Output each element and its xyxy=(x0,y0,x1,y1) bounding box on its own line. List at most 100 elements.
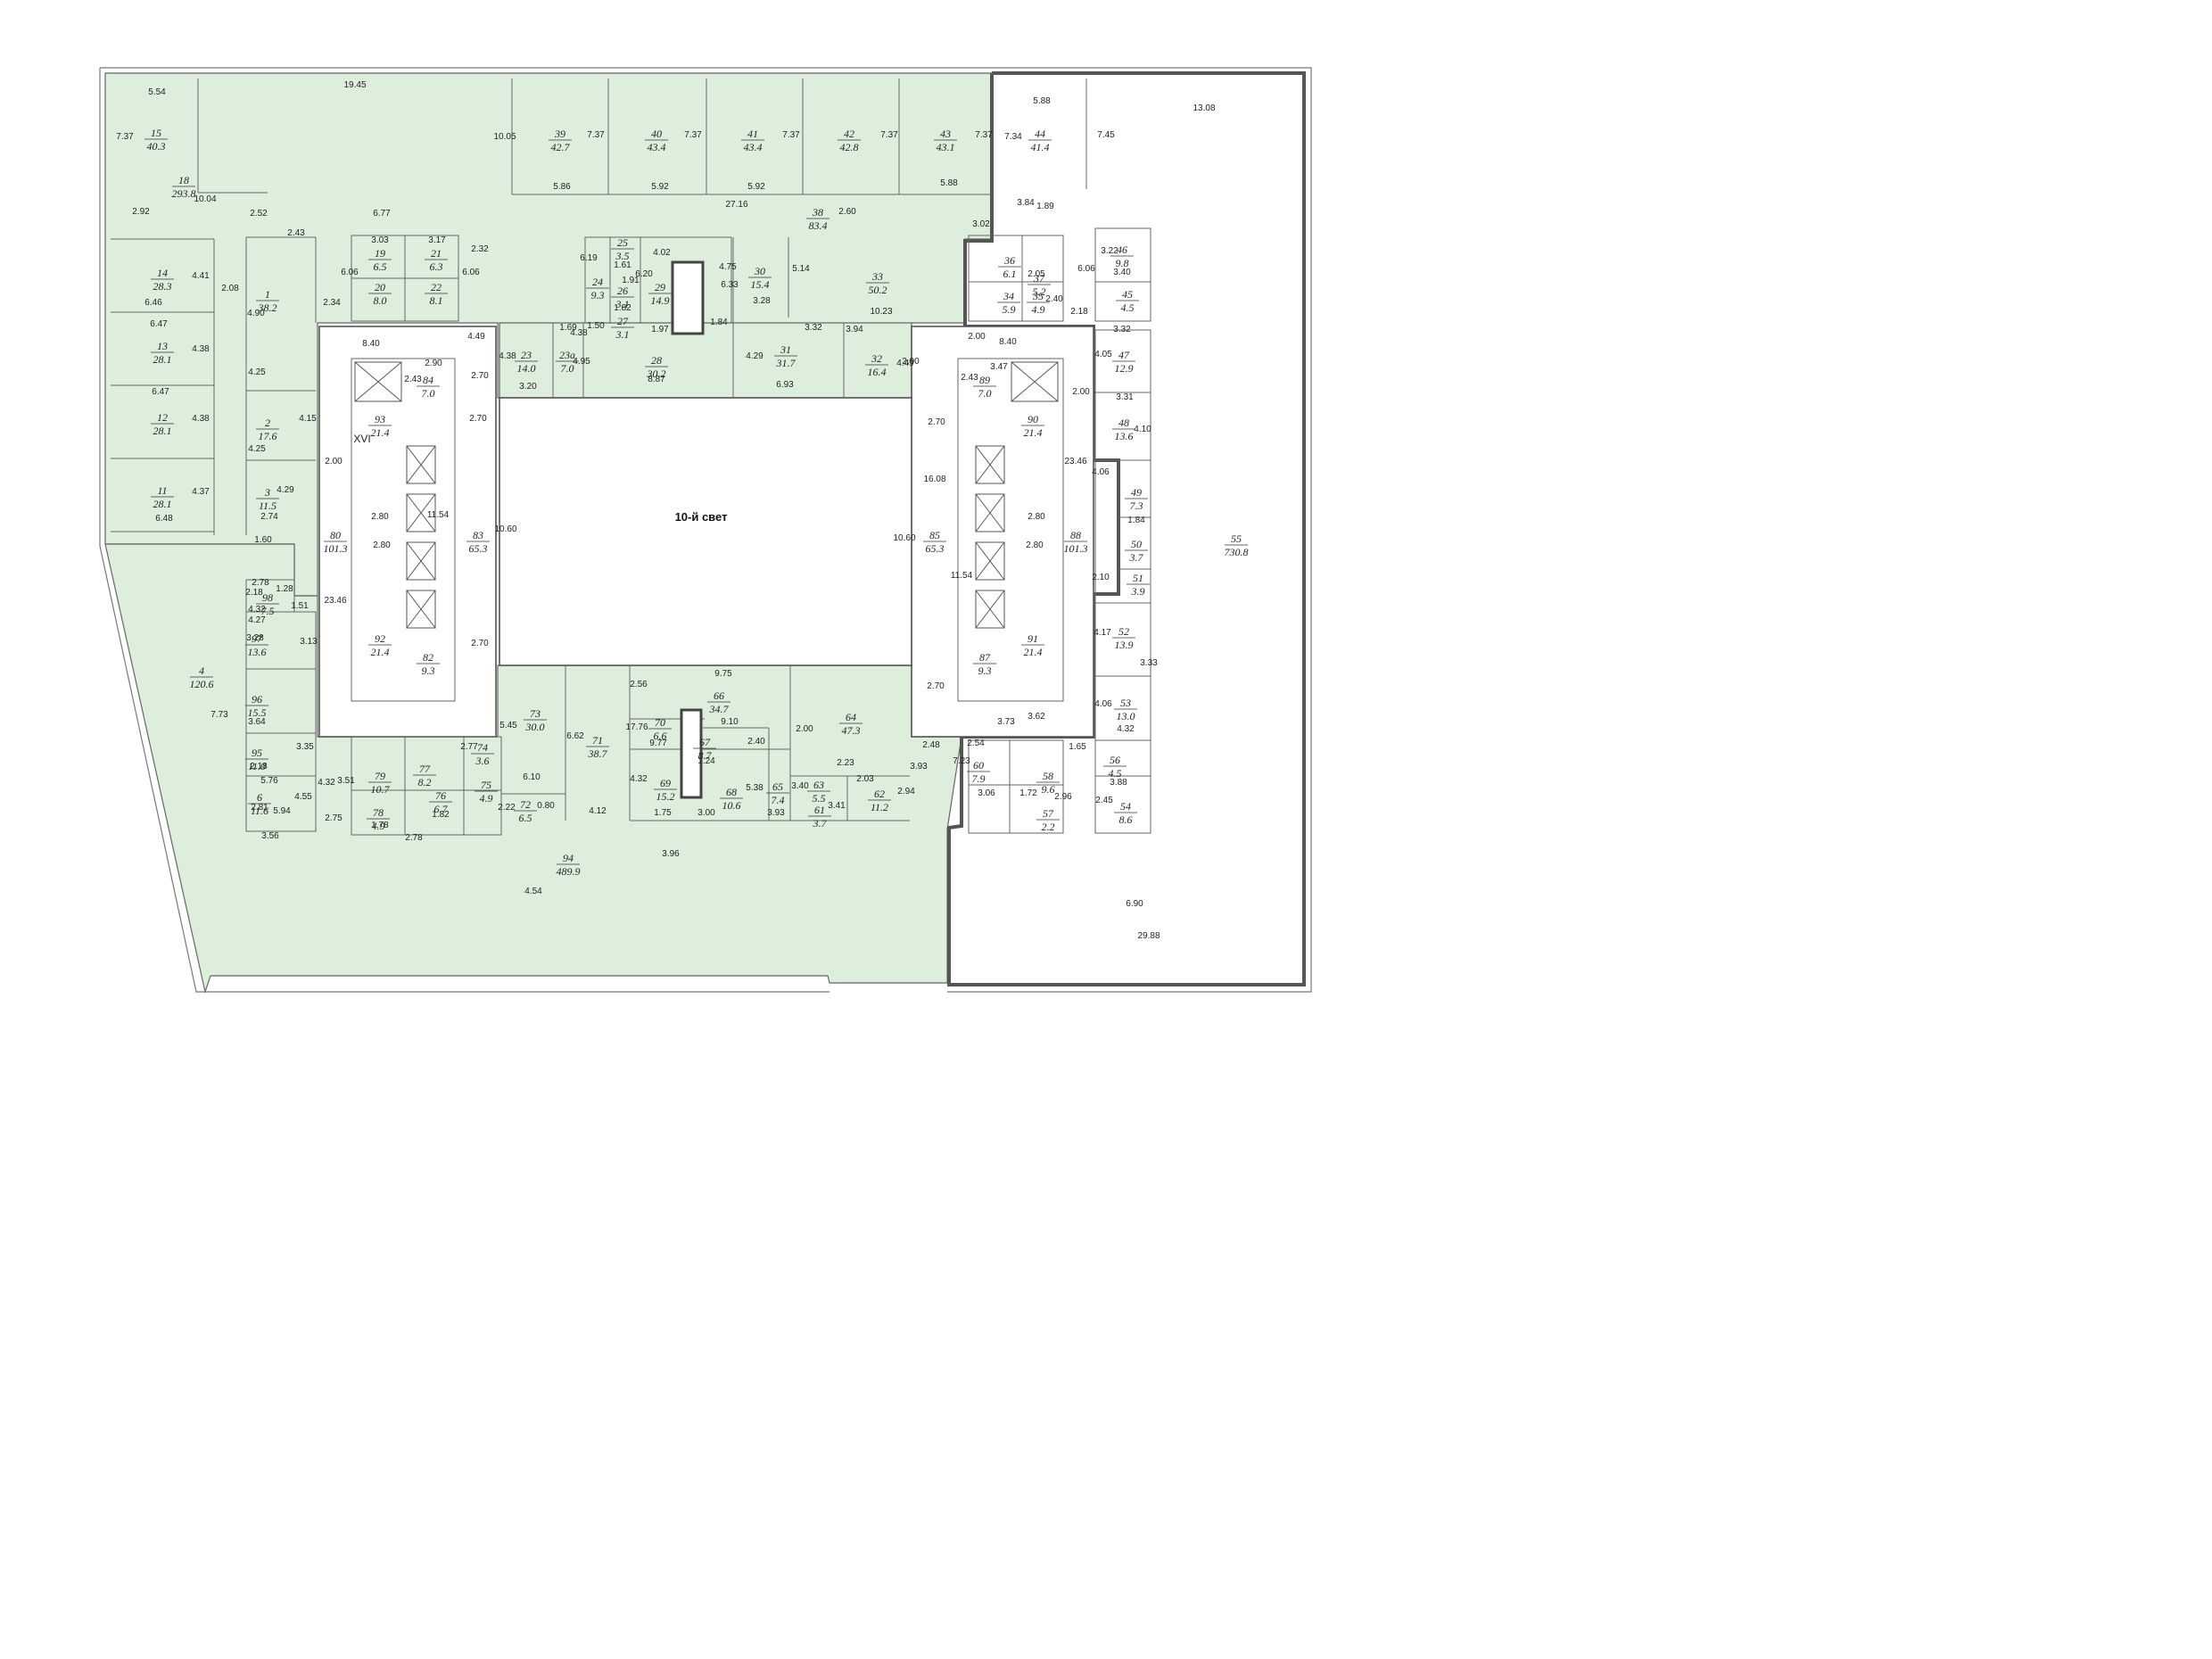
room-label-35: 354.9 xyxy=(1027,290,1050,316)
room-number: 60 xyxy=(973,759,984,772)
room-area: 4.5 xyxy=(1121,301,1135,314)
dimension-label: 1.61 xyxy=(614,260,631,270)
room-area: 3.7 xyxy=(1129,551,1144,564)
room-area: 43.4 xyxy=(744,141,763,153)
room-area: 101.3 xyxy=(1064,542,1088,555)
dimension-label: 2.80 xyxy=(1028,512,1045,522)
room-number: 56 xyxy=(1110,754,1120,766)
room-label-82: 829.3 xyxy=(417,651,440,677)
dimension-label: 4.17 xyxy=(1094,628,1111,638)
dimension-label: 7.37 xyxy=(116,132,134,142)
room-number: 91 xyxy=(1028,632,1038,645)
room-area: 15.4 xyxy=(751,278,770,291)
room-number: 3 xyxy=(264,486,270,499)
room-number: 97 xyxy=(252,632,263,645)
dimension-label: 1.91 xyxy=(622,276,640,285)
room-number: 55 xyxy=(1231,532,1242,545)
room-area: 7.9 xyxy=(972,772,986,785)
room-number: 29 xyxy=(655,281,665,293)
dimension-label: 3.31 xyxy=(1116,392,1134,402)
dimension-label: 1.72 xyxy=(1019,788,1037,798)
room-area: 489.9 xyxy=(557,865,581,878)
dimension-label: 4.49 xyxy=(896,359,914,368)
dimension-label: 2.40 xyxy=(747,737,765,747)
room-area: 47.3 xyxy=(842,724,861,737)
dimension-label: 4.32 xyxy=(630,774,648,784)
room-area: 38.2 xyxy=(258,301,277,314)
room-area: 30.0 xyxy=(525,721,545,733)
room-number: 71 xyxy=(592,734,603,747)
dimension-label: 3.94 xyxy=(846,325,863,334)
dimension-label: 5.76 xyxy=(260,776,278,786)
room-area: 9.6 xyxy=(1042,783,1055,796)
room-area: 3.6 xyxy=(475,755,490,767)
room-number: 45 xyxy=(1122,288,1133,301)
outer-outline xyxy=(99,67,1312,993)
room-area: 7.0 xyxy=(422,387,435,400)
room-label-6: 611.6 xyxy=(248,791,271,817)
dimension-label: 2.32 xyxy=(471,244,489,254)
room-number: 43 xyxy=(940,128,951,140)
room-area: 730.8 xyxy=(1225,546,1249,558)
room-area: 28.1 xyxy=(153,498,172,510)
room-number: 41 xyxy=(747,128,758,140)
dimension-label: 1.51 xyxy=(291,601,309,611)
dimension-label: 7.34 xyxy=(1004,132,1022,142)
dimension-label: 2.70 xyxy=(928,417,945,427)
dimension-label: 3.41 xyxy=(828,801,846,811)
room-area: 4.5 xyxy=(1109,767,1122,780)
room-area: 8.2 xyxy=(418,776,432,788)
dimension-label: 3.17 xyxy=(428,235,446,245)
room-label-87: 879.3 xyxy=(973,651,996,677)
room-area: 28.3 xyxy=(153,280,172,293)
dimension-label: 23.46 xyxy=(324,596,346,606)
dimension-label: 3.62 xyxy=(1028,712,1045,722)
room-number: 18 xyxy=(178,174,189,186)
dimension-label: 2.18 xyxy=(250,762,268,772)
room-number: 98 xyxy=(262,591,273,604)
room-number: 94 xyxy=(563,852,574,864)
room-number: 92 xyxy=(375,632,385,645)
room-label-57: 572.2 xyxy=(1036,807,1060,833)
room-number: 84 xyxy=(423,374,433,386)
room-label-78: 784.9 xyxy=(367,806,390,832)
dimension-label: 3.56 xyxy=(261,831,279,841)
room-area: 10.6 xyxy=(722,799,741,812)
dimension-label: 2.77 xyxy=(460,742,478,752)
dimension-label: 3.28 xyxy=(753,296,771,306)
room-area: 8.0 xyxy=(374,294,387,307)
dimension-label: 3.47 xyxy=(990,362,1008,372)
room-label-46: 469.8 xyxy=(1110,243,1134,269)
room-label-58: 589.6 xyxy=(1036,770,1060,796)
dimension-label: 3.02 xyxy=(972,219,990,229)
room-area: 8.6 xyxy=(1119,813,1133,826)
floor-plan: 1540.318293.83942.74043.44143.44242.8434… xyxy=(99,67,1312,995)
dimension-label: 4.29 xyxy=(276,485,294,495)
room-number: 20 xyxy=(375,281,385,293)
room-area: 21.4 xyxy=(1024,646,1043,658)
dimension-label: 1.60 xyxy=(254,535,272,545)
room-number: 14 xyxy=(157,267,168,279)
dimension-label: 4.02 xyxy=(653,248,671,258)
dimension-label: 4.75 xyxy=(719,262,737,272)
dimension-label: 1.89 xyxy=(1036,202,1054,211)
room-label-19: 196.5 xyxy=(368,247,392,273)
dimension-label: 3.22 xyxy=(1101,246,1118,256)
dimension-label: 6.19 xyxy=(580,253,598,263)
room-area: 11.5 xyxy=(259,499,276,512)
dimension-label: 1.78 xyxy=(371,821,389,830)
room-number: 64 xyxy=(846,711,856,723)
dimension-label: 7.37 xyxy=(880,130,898,140)
room-number: 12 xyxy=(157,411,168,424)
dimension-label: 2.70 xyxy=(471,371,489,381)
room-number: 80 xyxy=(330,529,341,541)
dimension-label: 4.27 xyxy=(248,615,266,625)
